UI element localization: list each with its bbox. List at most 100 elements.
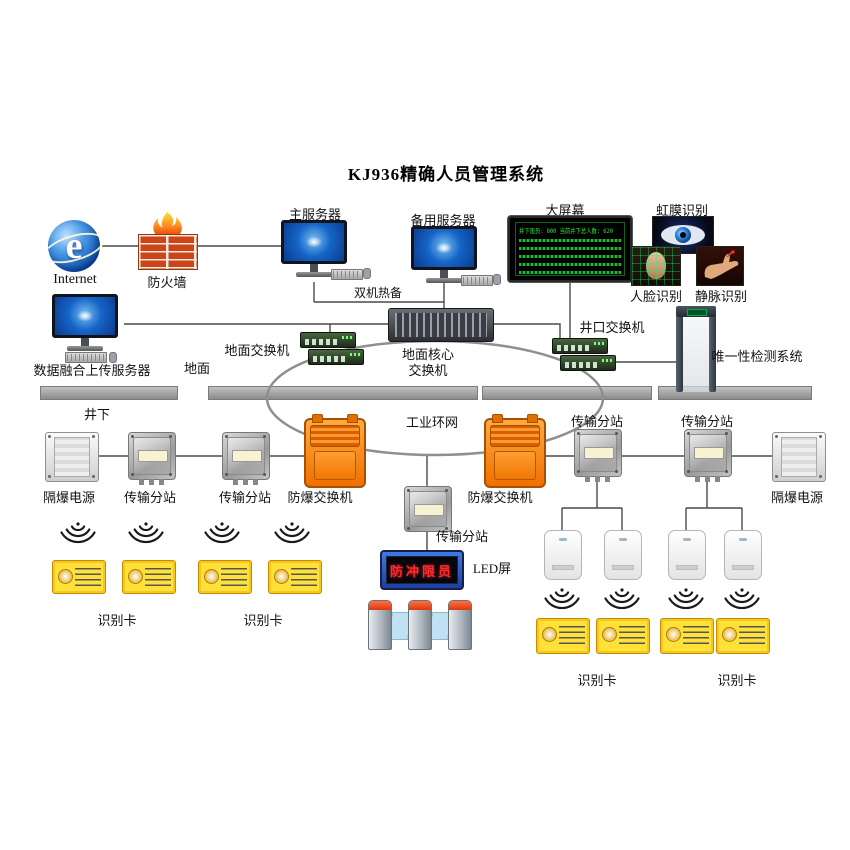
turnstile-gate (368, 594, 472, 652)
backup-server-label: 备用服务器 (410, 213, 476, 228)
wifi-icon (204, 522, 240, 544)
data-upload-server (52, 294, 118, 363)
substation-label: 传输分站 (123, 490, 177, 505)
main-server (281, 220, 371, 280)
card-reader (668, 530, 706, 580)
brick-wall (138, 234, 198, 270)
ex-proof-switch (304, 414, 366, 488)
big-screen-label: 大屏幕 (545, 203, 585, 218)
id-card (198, 560, 252, 594)
face-icon (646, 252, 666, 279)
id-card-label: 识别卡 (717, 673, 757, 688)
wellhead-switch-unit (552, 338, 608, 354)
transmission-substation (404, 486, 452, 532)
card-reader (544, 530, 582, 580)
transmission-substation (128, 432, 176, 485)
hand-icon (704, 250, 739, 279)
surface-zone-label: 地面 (183, 361, 211, 376)
turnstile-pedestal (448, 600, 472, 650)
mouse-icon (493, 274, 501, 285)
led-limit-screen: 防冲限员 (380, 550, 464, 590)
id-card-label: 识别卡 (97, 613, 137, 628)
substation-label: 传输分站 (680, 414, 734, 429)
main-server-label: 主服务器 (288, 207, 342, 222)
surface-bar (208, 386, 478, 400)
id-card (268, 560, 322, 594)
wellhead-switch-label: 井口交换机 (579, 320, 645, 335)
core-switch (388, 308, 494, 342)
ex-proof-switch (484, 414, 546, 488)
turnstile-pedestal (368, 600, 392, 650)
ex-power-box (45, 432, 99, 482)
backup-server (411, 226, 501, 286)
id-card (716, 618, 770, 654)
transmission-substation (574, 429, 622, 482)
transmission-substation (684, 429, 732, 482)
wifi-icon (274, 522, 310, 544)
ex-power-box (772, 432, 826, 482)
ring-network-label: 工业环网 (405, 415, 459, 430)
mouse-icon (109, 352, 117, 363)
firewall-label: 防火墙 (147, 275, 187, 290)
firewall-icon (138, 212, 198, 270)
wifi-icon (724, 588, 760, 610)
flame-icon (153, 212, 182, 236)
wifi-icon (60, 522, 96, 544)
id-card-label: 识别卡 (243, 613, 283, 628)
surface-bar (40, 386, 178, 400)
monitor-screen (52, 294, 118, 338)
core-switch-label-line1: 地面核心 (401, 347, 455, 362)
ground-switch-unit (308, 349, 364, 365)
keyboard-icon (65, 352, 107, 363)
id-card (536, 618, 590, 654)
ex-power-label: 隔爆电源 (770, 490, 824, 505)
id-card (660, 618, 714, 654)
led-screen-text: 防冲限员 (389, 563, 454, 579)
wifi-icon (128, 522, 164, 544)
core-switch-label-line2: 交换机 (408, 363, 448, 378)
ground-switch-unit (300, 332, 356, 348)
surface-bar (482, 386, 652, 400)
transmission-substation (222, 432, 270, 485)
big-screen-rows (519, 238, 621, 274)
ex-switch-label: 防爆交换机 (287, 490, 353, 505)
wellhead-switch-unit (560, 355, 616, 371)
substation-label: 传输分站 (435, 529, 489, 544)
underground-zone-label: 井下 (83, 407, 111, 422)
substation-label: 传输分站 (218, 490, 272, 505)
vein-recognition-icon (696, 246, 744, 286)
internet-icon: e (48, 220, 100, 272)
hot-standby-label: 双机热备 (353, 286, 403, 300)
page-title: KJ936精确人员管理系统 (347, 165, 545, 184)
wifi-icon (604, 588, 640, 610)
vein-label: 静脉识别 (694, 289, 748, 304)
turnstile-pedestal (408, 600, 432, 650)
iris-recognition-icon (652, 216, 714, 254)
data-server-label: 数据融合上传服务器 (33, 363, 151, 378)
eye-icon (661, 225, 705, 245)
card-reader (604, 530, 642, 580)
big-screen: 井下限员: 800 当前井下总人数: 620 (508, 216, 632, 282)
face-label: 人脸识别 (629, 289, 683, 304)
card-reader (724, 530, 762, 580)
substation-label: 传输分站 (570, 414, 624, 429)
wifi-icon (544, 588, 580, 610)
id-card (122, 560, 176, 594)
id-card-label: 识别卡 (577, 673, 617, 688)
gate-display (687, 309, 707, 316)
id-card (596, 618, 650, 654)
monitor-screen (411, 226, 477, 270)
led-screen-label: LED屏 (472, 561, 512, 576)
face-recognition-icon (631, 246, 681, 286)
keyboard-icon (331, 269, 363, 280)
big-screen-text: 井下限员: 800 当前井下总人数: 620 (519, 227, 613, 235)
ground-switch-label: 地面交换机 (224, 343, 290, 358)
keyboard-icon (461, 275, 493, 286)
security-gate-icon (676, 306, 716, 392)
monitor-screen (281, 220, 347, 264)
uniqueness-label: 唯一性检测系统 (711, 349, 803, 364)
ex-switch-label: 防爆交换机 (467, 490, 533, 505)
internet-label: Internet (53, 272, 97, 287)
id-card (52, 560, 106, 594)
